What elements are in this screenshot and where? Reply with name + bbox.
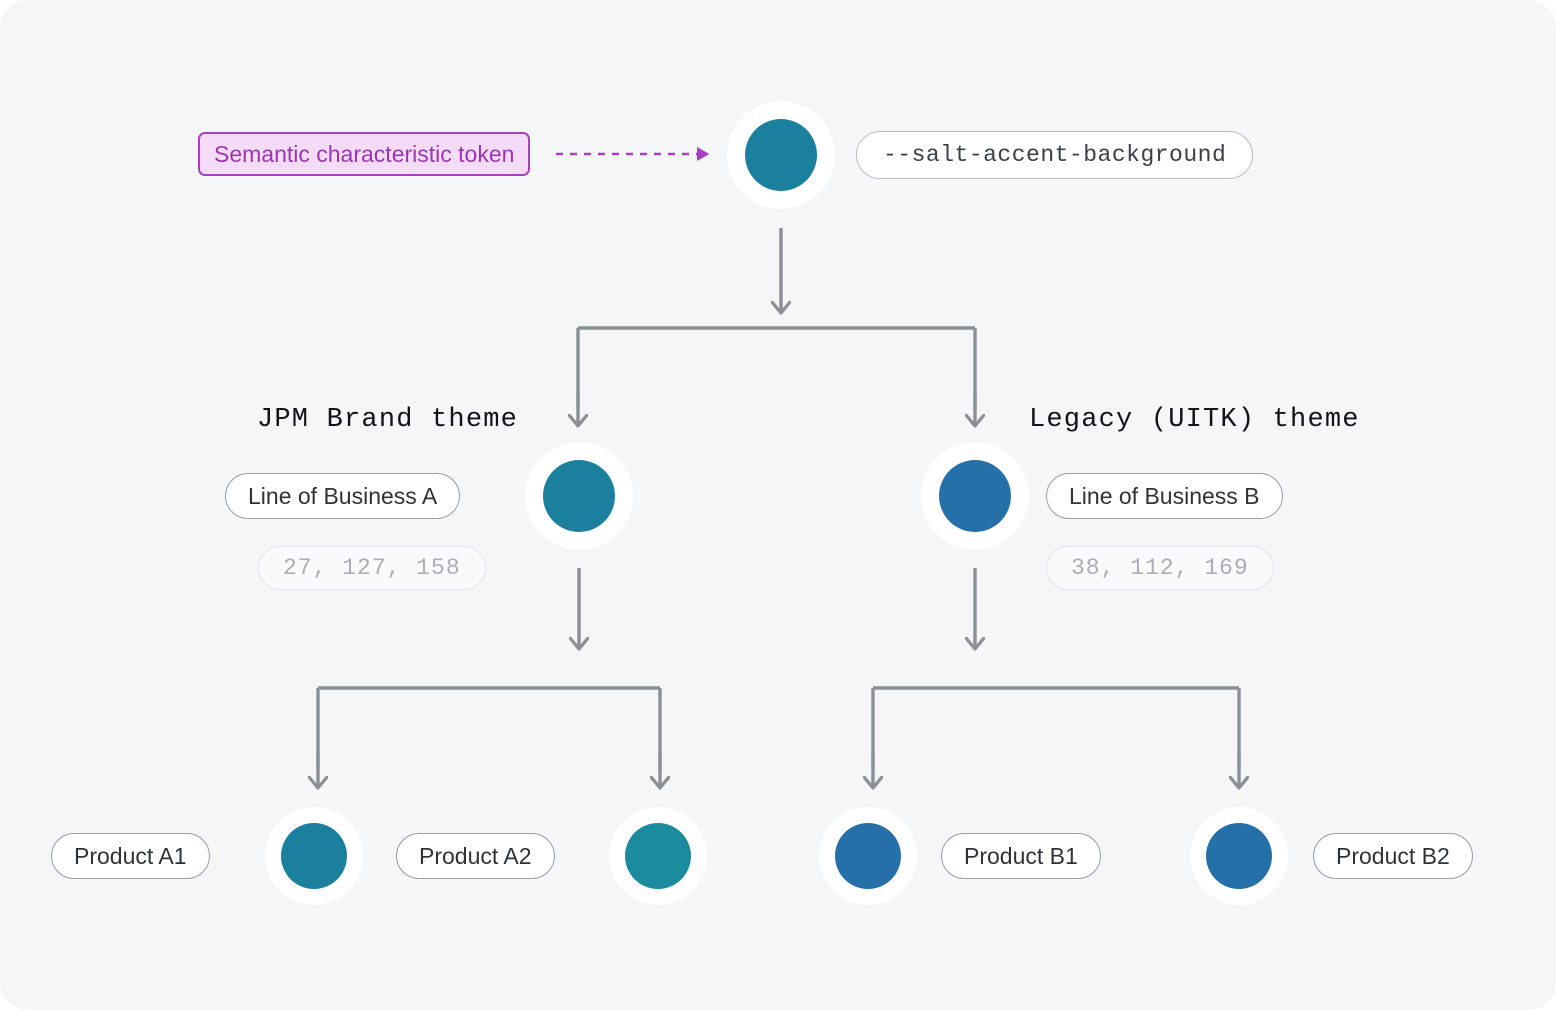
color-swatch-circle-icon — [1206, 823, 1272, 889]
lob-a-pill: Line of Business A — [225, 473, 461, 519]
lob-b-rgb-value: 38, 112, 169 — [1046, 546, 1274, 590]
color-swatch-circle-icon — [745, 119, 817, 191]
lob-b-color-swatch — [921, 442, 1029, 550]
product-a2-color-swatch — [609, 807, 707, 905]
connector-split-b — [871, 686, 1241, 770]
connector-split-top — [576, 326, 977, 408]
product-a1-pill: Product A1 — [51, 833, 210, 879]
color-swatch-circle-icon — [835, 823, 901, 889]
theme-label-jpm-brand: JPM Brand theme — [257, 405, 519, 435]
root-color-swatch — [727, 101, 835, 209]
theme-label-legacy-uitk: Legacy (UITK) theme — [1029, 405, 1360, 435]
product-b2-pill: Product B2 — [1313, 833, 1473, 879]
lob-a-color-swatch — [525, 442, 633, 550]
product-b1-color-swatch — [819, 807, 917, 905]
color-swatch-circle-icon — [625, 823, 691, 889]
color-swatch-circle-icon — [281, 823, 347, 889]
product-a2-pill: Product A2 — [396, 833, 555, 879]
product-a1-color-swatch — [265, 807, 363, 905]
semantic-token-annotation: Semantic characteristic token — [198, 132, 531, 176]
connector-split-a — [316, 686, 662, 770]
lob-a-rgb-value: 27, 127, 158 — [258, 546, 486, 590]
product-b2-color-swatch — [1190, 807, 1288, 905]
product-b1-pill: Product B1 — [941, 833, 1101, 879]
root-token-name: --salt-accent-background — [856, 131, 1254, 179]
lob-b-pill: Line of Business B — [1046, 473, 1283, 519]
color-swatch-circle-icon — [543, 460, 615, 532]
color-swatch-circle-icon — [939, 460, 1011, 532]
